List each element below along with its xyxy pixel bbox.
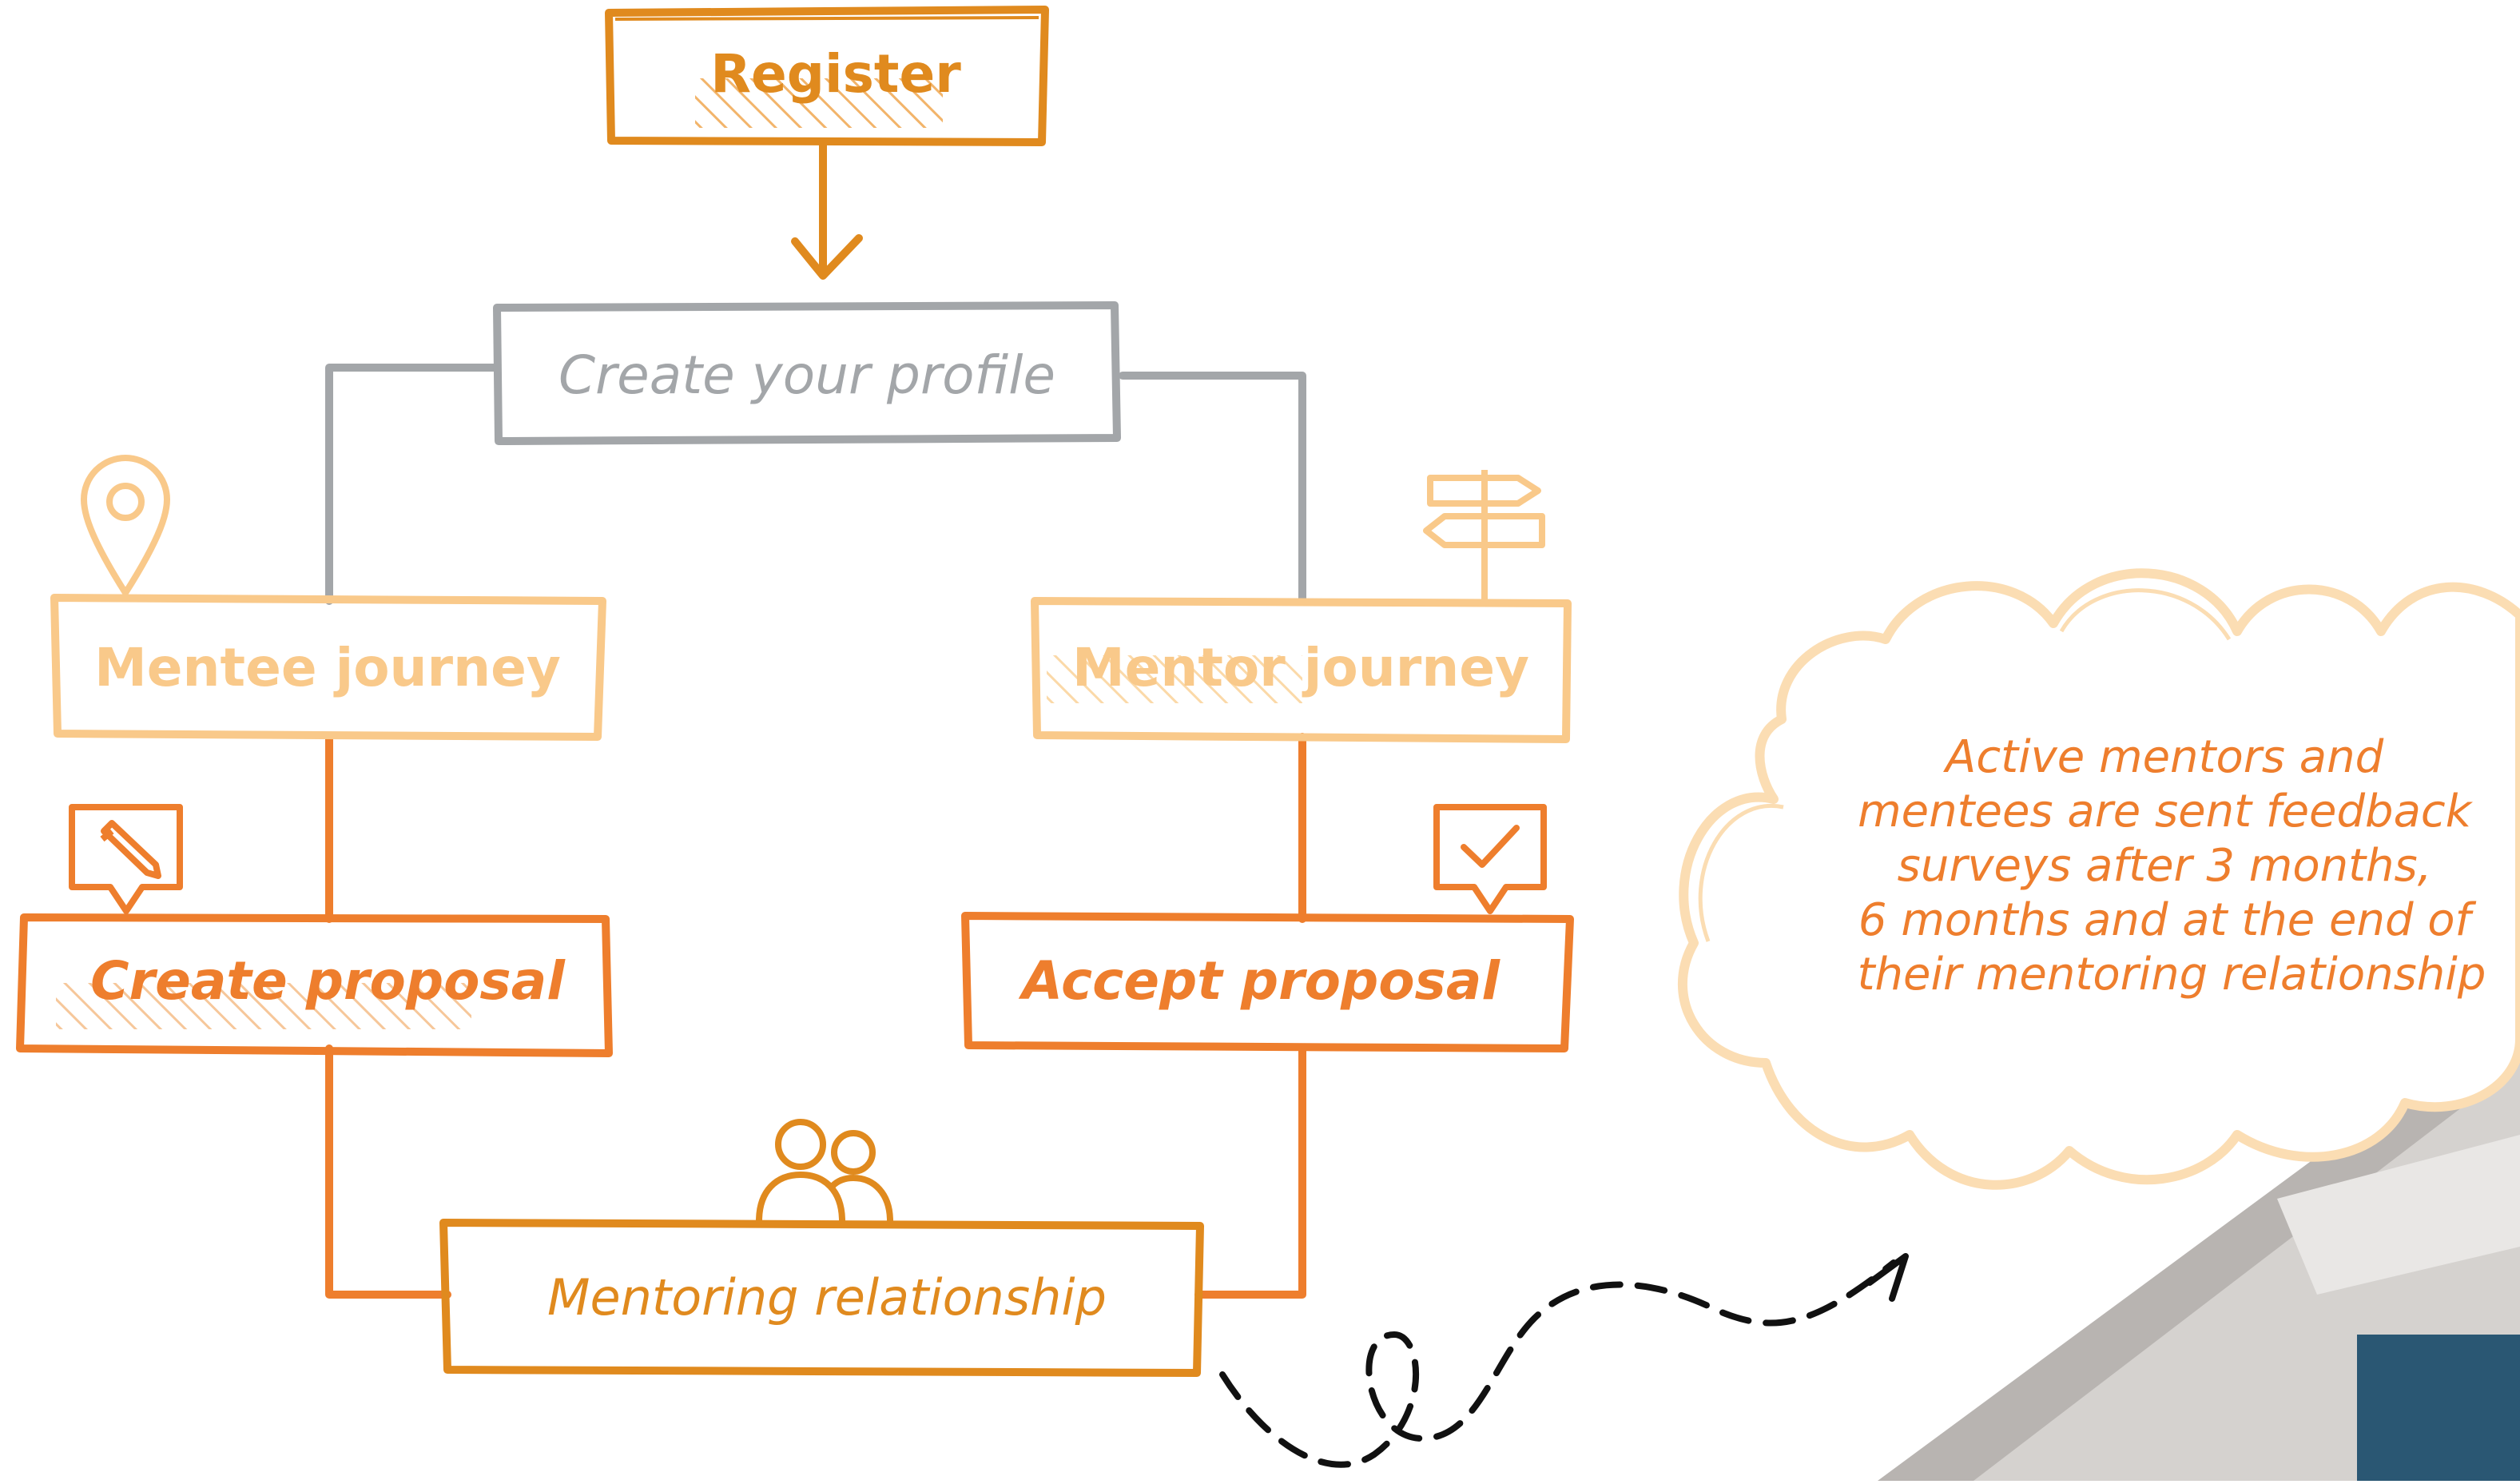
cloud-line-3: surveys after 3 months,	[1898, 840, 2432, 892]
checkmark-speech-bubble-icon	[1433, 804, 1547, 914]
two-people-icon	[756, 1119, 893, 1222]
signpost-icon	[1423, 470, 1545, 601]
mentor-journey-label: Mentor journey	[1072, 637, 1529, 698]
create-profile-box: Create your profile	[493, 301, 1121, 445]
pencil-speech-bubble-icon	[69, 804, 183, 914]
cloud-line-4: 6 months and at the end of	[1858, 894, 2477, 946]
mentoring-relationship-box: Mentoring relationship	[439, 1219, 1204, 1377]
cloud-text: Active mentors and mentees are sent feed…	[1858, 731, 2486, 1001]
accept-proposal-box: Accept proposal	[961, 912, 1574, 1052]
mentoring-relationship-label: Mentoring relationship	[547, 1268, 1107, 1327]
dashed-loop-arrow-icon	[1219, 1253, 1909, 1468]
feedback-cloud: Active mentors and mentees are sent feed…	[1677, 568, 2520, 1190]
cloud-line-2: mentees are sent feedback	[1858, 786, 2474, 837]
accept-proposal-label: Accept proposal	[1018, 950, 1500, 1012]
journey-connectors	[325, 733, 1306, 1299]
profile-connectors	[325, 364, 1306, 605]
cloud-line-5: their mentoring relationship	[1858, 949, 2486, 1001]
create-proposal-box: Create proposal	[16, 913, 613, 1057]
register-box: Register	[605, 6, 1049, 146]
create-profile-label: Create your profile	[558, 344, 1055, 406]
cloud-line-1: Active mentors and	[1943, 731, 2384, 783]
mentor-journey-box: Mentor journey	[1031, 597, 1572, 743]
location-pin-icon	[81, 455, 170, 596]
register-label: Register	[710, 43, 961, 105]
mentee-journey-box: Mentee journey	[50, 594, 606, 741]
create-proposal-label: Create proposal	[90, 950, 566, 1012]
register-down-arrow	[791, 138, 863, 280]
mentee-journey-label: Mentee journey	[94, 637, 561, 698]
